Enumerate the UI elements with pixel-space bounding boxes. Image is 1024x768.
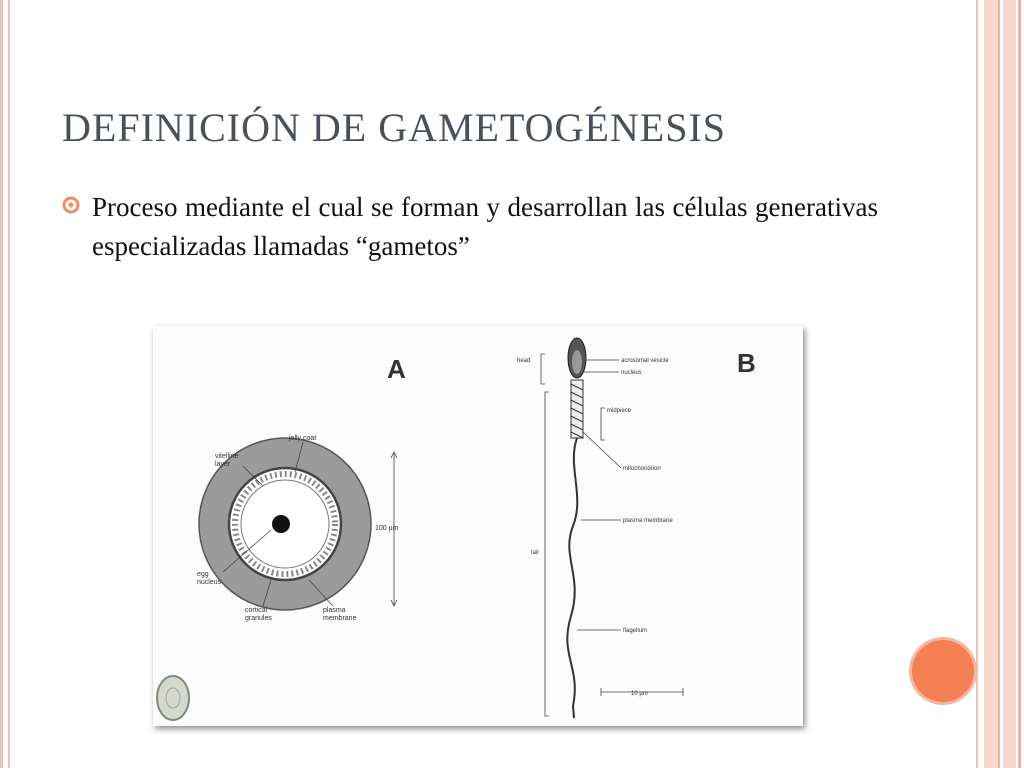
svg-text:plasma membrane: plasma membrane bbox=[623, 518, 673, 524]
svg-text:egg: egg bbox=[197, 571, 209, 578]
bullet-circle-icon bbox=[62, 196, 80, 214]
svg-text:head: head bbox=[517, 358, 530, 364]
svg-text:nucleus: nucleus bbox=[621, 370, 642, 376]
panel-a-labels: vitelline layer jelly coat egg nucleus c… bbox=[197, 435, 399, 622]
svg-text:layer: layer bbox=[215, 461, 231, 468]
left-border-line-inner bbox=[8, 0, 10, 768]
egg-cell-diagram bbox=[198, 437, 372, 611]
svg-text:plasma: plasma bbox=[323, 607, 346, 614]
panel-a-letter: A bbox=[387, 354, 406, 384]
gametes-figure: A vitelline layer jelly coat egg nucleus… bbox=[153, 326, 803, 726]
bullet-text: Proceso mediante el cual se forman y des… bbox=[92, 192, 878, 261]
svg-text:granules: granules bbox=[245, 615, 272, 622]
slide-title: DEFINICIÓN DE GAMETOGÉNESIS bbox=[62, 105, 727, 150]
svg-text:nucleus: nucleus bbox=[197, 579, 222, 586]
decorative-orange-circle bbox=[912, 640, 974, 702]
left-border-line bbox=[0, 0, 3, 768]
svg-text:tail: tail bbox=[531, 550, 539, 556]
svg-text:midpiece: midpiece bbox=[607, 408, 632, 414]
thumbnail-cell bbox=[156, 675, 190, 721]
sperm-cell-diagram bbox=[566, 337, 587, 719]
right-decorative-stripes bbox=[976, 0, 1024, 768]
svg-text:acrosomal vesicle: acrosomal vesicle bbox=[621, 358, 669, 364]
panel-b-labels: head tail acrosomal vesicle nucleus midp… bbox=[517, 358, 673, 697]
svg-text:cortical: cortical bbox=[245, 607, 268, 614]
svg-text:100 µm: 100 µm bbox=[375, 525, 399, 532]
svg-text:flagellum: flagellum bbox=[623, 628, 647, 634]
svg-text:vitelline: vitelline bbox=[215, 453, 238, 460]
svg-text:jelly coat: jelly coat bbox=[288, 435, 316, 442]
svg-text:mitochondrion: mitochondrion bbox=[623, 466, 661, 472]
panel-b-letter: B bbox=[737, 348, 756, 378]
svg-text:membrane: membrane bbox=[323, 615, 357, 622]
svg-text:10 µm: 10 µm bbox=[631, 691, 648, 697]
